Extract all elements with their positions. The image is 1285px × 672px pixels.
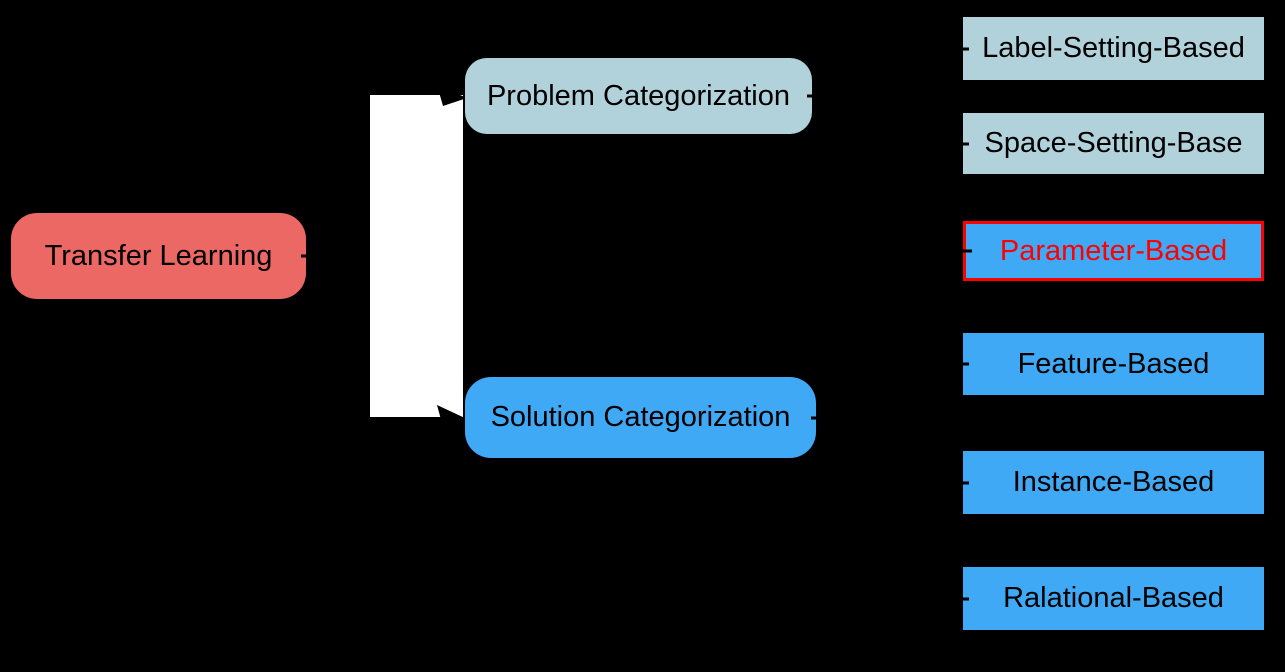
arrow-tip-icon (807, 94, 817, 98)
arrow-tip-icon (959, 47, 969, 50)
node-solution-categorization-label: Solution Categorization (490, 401, 791, 433)
node-feature-based-label: Feature-Based (1017, 347, 1210, 380)
node-instance-based-label: Instance-Based (1012, 466, 1215, 498)
node-label-setting-based-label: Label-Setting-Based (982, 32, 1245, 64)
arrow-tip-icon (962, 249, 972, 253)
arrow-tip-icon (959, 362, 969, 366)
node-transfer-learning: Transfer Learning (11, 213, 311, 299)
arrowhead-to-problem-icon (437, 85, 467, 106)
connector-band (370, 95, 463, 417)
arrow-tip-icon (811, 416, 821, 419)
node-feature-based: Feature-Based (959, 333, 1264, 395)
node-solution-categorization: Solution Categorization (465, 377, 821, 458)
node-problem-categorization-label: Problem Categorization (486, 79, 791, 112)
arrow-tip-icon (959, 481, 969, 484)
node-transfer-learning-label: Transfer Learning (44, 239, 273, 272)
node-space-setting-base: Space-Setting-Base (959, 113, 1264, 174)
node-parameter-based: Parameter-Based (962, 221, 1264, 281)
node-ralational-based: Ralational-Based (959, 567, 1264, 630)
arrow-tip-icon (301, 254, 311, 258)
node-problem-categorization: Problem Categorization (465, 58, 817, 134)
arrow-tip-icon (959, 597, 969, 600)
arrow-tip-icon (959, 142, 969, 145)
node-instance-based: Instance-Based (959, 451, 1264, 514)
node-space-setting-base-label: Space-Setting-Base (984, 127, 1243, 159)
arrowhead-to-solution-icon (437, 405, 467, 427)
node-parameter-based-label: Parameter-Based (999, 234, 1228, 267)
node-label-setting-based: Label-Setting-Based (959, 17, 1264, 80)
node-ralational-based-label: Ralational-Based (1003, 582, 1224, 614)
